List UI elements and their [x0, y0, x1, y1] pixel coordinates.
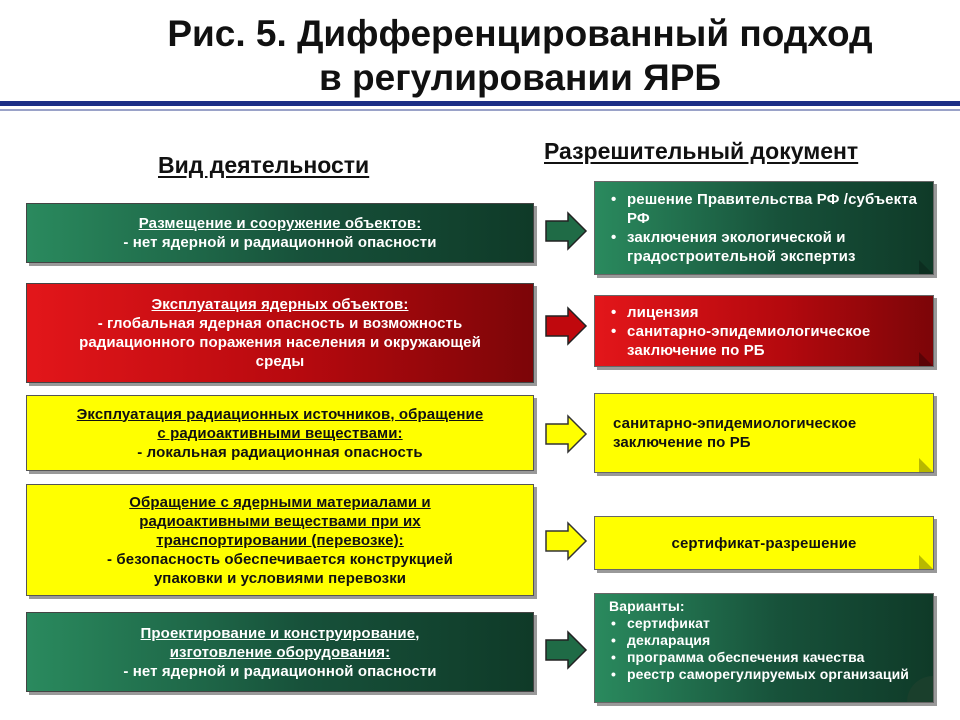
activity-4-title: транспортировании (перевозке):	[156, 531, 404, 549]
page-curl-icon	[907, 676, 933, 702]
page-curl-icon	[919, 458, 933, 472]
document-5-list: сертификат декларация программа обеспече…	[609, 615, 909, 683]
activity-4-title: Обращение с ядерными материалами и	[129, 493, 431, 511]
page-curl-icon	[919, 260, 933, 274]
activity-box-4: Обращение с ядерными материалами и радио…	[26, 484, 534, 596]
page-curl-icon	[919, 555, 933, 569]
title-line-2: в регулировании ЯРБ	[319, 57, 721, 98]
title-rule-thin	[0, 109, 960, 111]
activity-5-text: - нет ядерной и радиационной опасности	[123, 662, 437, 680]
document-4-text: сертификат-разрешение	[671, 534, 857, 552]
title-rule-thick	[0, 101, 960, 106]
activity-1-text: - нет ядерной и радиационной опасности	[123, 234, 437, 251]
activity-box-1: Размещение и сооружение объектов: - нет …	[26, 203, 534, 263]
document-2-list: лицензия санитарно-эпидемиологическое за…	[609, 303, 919, 360]
arrow-right-icon	[545, 306, 588, 346]
document-2-item: санитарно-эпидемиологическое заключение …	[609, 322, 919, 360]
activity-column-header: Вид деятельности	[158, 152, 370, 178]
slide-title: Рис. 5. Дифференцированный подход в регу…	[90, 12, 950, 100]
document-box-4: сертификат-разрешение	[594, 516, 934, 570]
title-line-1: Рис. 5. Дифференцированный подход	[167, 13, 873, 54]
activity-4-title: радиоактивными веществами при их	[139, 512, 421, 530]
document-column-header: Разрешительный документ	[544, 138, 859, 164]
activity-2-text: - глобальная ядерная опасность и возможн…	[97, 315, 463, 332]
activity-1-title: Размещение и сооружение объектов:	[138, 215, 422, 232]
activity-box-3: Эксплуатация радиационных источников, об…	[26, 395, 534, 471]
arrow-right-icon	[545, 630, 588, 670]
arrow-right-icon	[545, 211, 588, 251]
activity-3-title: с радиоактивными веществами:	[157, 424, 403, 442]
document-5-item: программа обеспечения качества	[609, 649, 909, 666]
activity-5-title: изготовление оборудования:	[169, 643, 391, 661]
activity-2-text: радиационного поражения населения и окру…	[79, 334, 481, 351]
document-3-text: санитарно-эпидемиологическое заключение …	[613, 415, 857, 451]
document-5-item: сертификат	[609, 615, 909, 632]
activity-2-title: Эксплуатация ядерных объектов:	[151, 296, 409, 313]
document-2-item: лицензия	[609, 303, 919, 322]
arrow-right-icon	[545, 521, 588, 561]
arrow-right-icon	[545, 414, 588, 454]
activity-4-text: упаковки и условиями перевозки	[153, 569, 407, 587]
document-5-heading: Варианты:	[609, 598, 685, 614]
document-box-3: санитарно-эпидемиологическое заключение …	[594, 393, 934, 473]
document-box-5: Варианты: сертификат декларация программ…	[594, 593, 934, 703]
activity-box-2: Эксплуатация ядерных объектов: - глобаль…	[26, 283, 534, 383]
document-5-item: реестр саморегулируемых организаций	[609, 666, 909, 683]
document-box-1: решение Правительства РФ /субъекта РФ за…	[594, 181, 934, 275]
activity-3-text: - локальная радиационная опасность	[137, 443, 423, 461]
document-5-item: декларация	[609, 632, 909, 649]
activity-box-5: Проектирование и конструирование, изгото…	[26, 612, 534, 692]
document-box-2: лицензия санитарно-эпидемиологическое за…	[594, 295, 934, 367]
page-curl-icon	[919, 352, 933, 366]
activity-5-title: Проектирование и конструирование,	[140, 624, 420, 642]
activity-3-title: Эксплуатация радиационных источников, об…	[76, 405, 484, 423]
document-1-list: решение Правительства РФ /субъекта РФ за…	[609, 190, 919, 266]
activity-4-text: - безопасность обеспечивается конструкци…	[107, 550, 453, 568]
document-1-item: заключения экологической и градостроител…	[609, 228, 919, 266]
document-1-item: решение Правительства РФ /субъекта РФ	[609, 190, 919, 228]
activity-2-text: среды	[255, 353, 305, 370]
